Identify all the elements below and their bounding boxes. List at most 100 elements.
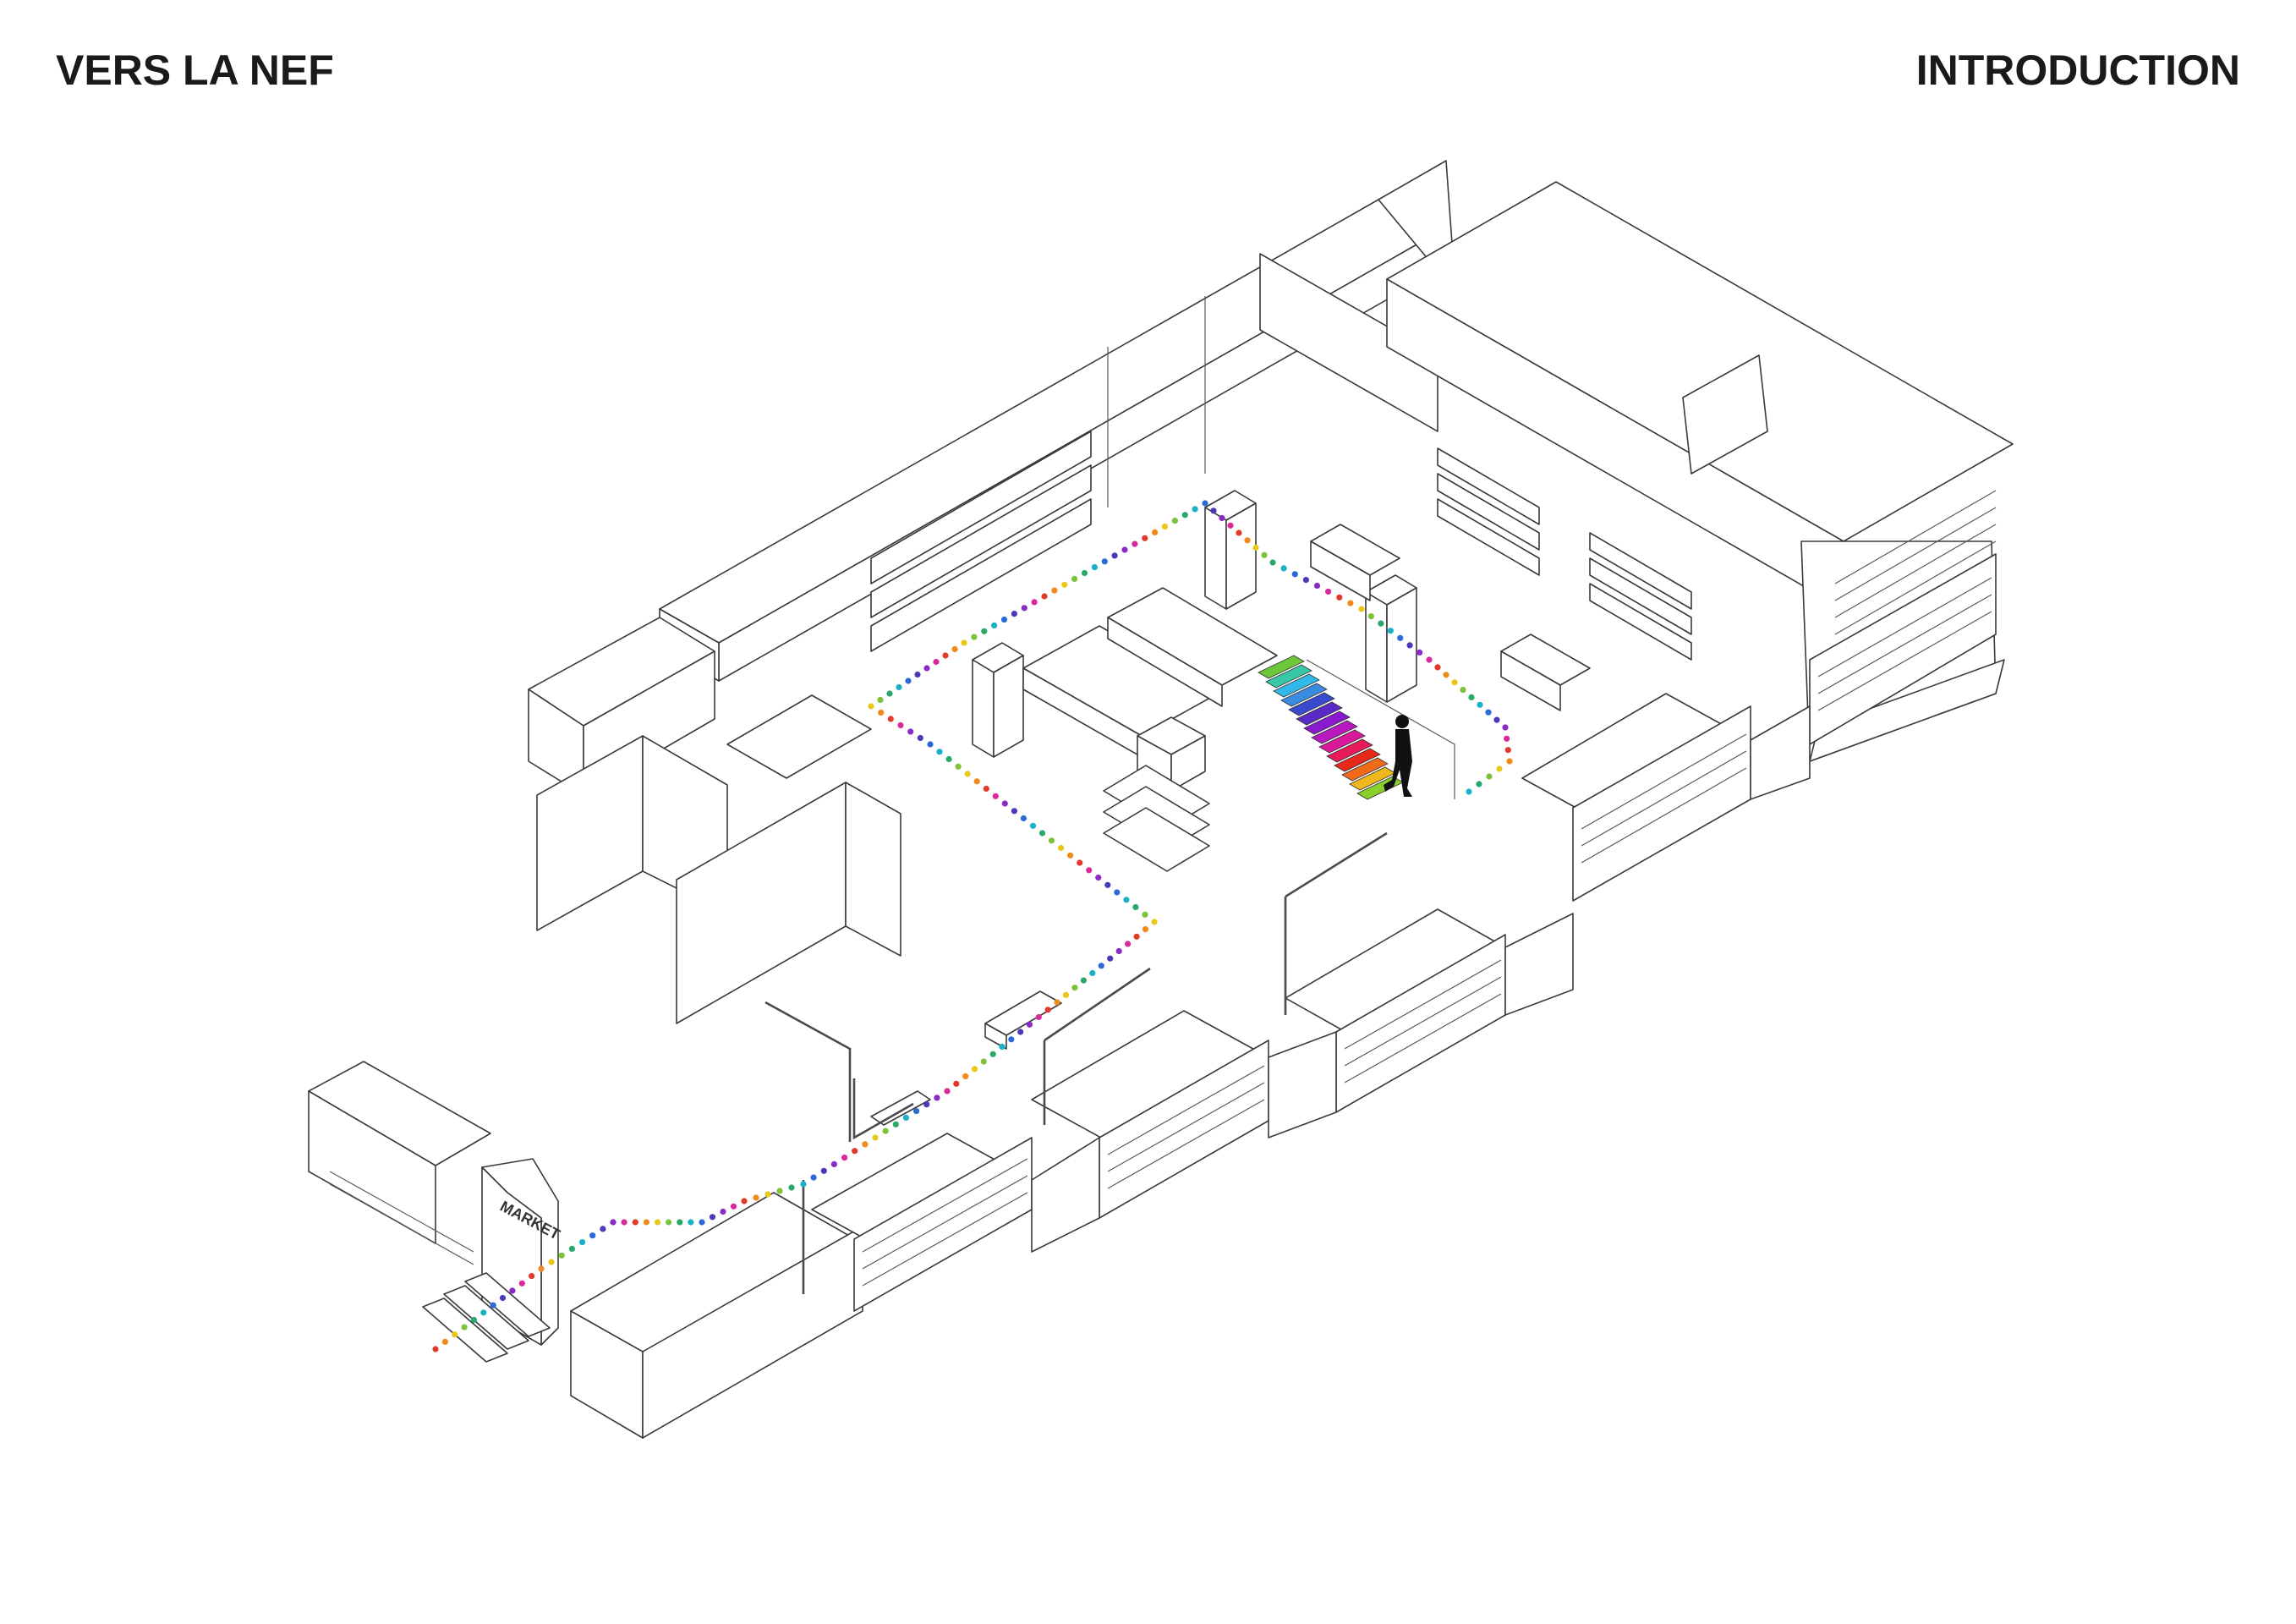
route-dot bbox=[1504, 747, 1511, 754]
route-dot bbox=[1089, 969, 1096, 977]
route-dot bbox=[1067, 852, 1074, 859]
route-dot bbox=[1152, 529, 1159, 536]
route-dot bbox=[971, 1066, 978, 1073]
route-dot bbox=[1181, 512, 1188, 518]
route-dot bbox=[964, 771, 971, 777]
route-dot bbox=[1031, 599, 1038, 606]
route-dot bbox=[677, 1219, 683, 1226]
route-dot bbox=[1252, 544, 1259, 551]
route-dot bbox=[1041, 593, 1048, 600]
route-dot bbox=[902, 1114, 909, 1121]
route-dot bbox=[1336, 594, 1343, 601]
route-dot bbox=[962, 1073, 969, 1080]
route-dot bbox=[518, 1280, 525, 1287]
route-dot bbox=[1026, 1021, 1033, 1028]
route-dot bbox=[1051, 587, 1058, 594]
route-dot bbox=[872, 1134, 879, 1141]
route-dot bbox=[643, 1219, 650, 1226]
route-dot bbox=[1114, 889, 1121, 896]
route-dot bbox=[1125, 941, 1132, 947]
route-dot bbox=[589, 1232, 596, 1239]
route-dot bbox=[1378, 620, 1384, 627]
route-dot bbox=[1071, 575, 1078, 583]
route-dot bbox=[699, 1219, 705, 1226]
route-dot bbox=[1397, 634, 1404, 641]
route-dot bbox=[1485, 709, 1492, 716]
stair-step bbox=[1296, 701, 1343, 726]
route-dot bbox=[1291, 571, 1298, 578]
route-dot bbox=[1107, 955, 1114, 962]
route-dot bbox=[600, 1226, 606, 1232]
route-dot bbox=[1077, 859, 1083, 866]
route-dot bbox=[934, 1095, 940, 1101]
route-dot bbox=[852, 1148, 858, 1155]
route-dot bbox=[927, 741, 934, 748]
visitor-route bbox=[432, 500, 1513, 1352]
route-dot bbox=[951, 645, 958, 653]
route-dot bbox=[820, 1167, 827, 1174]
route-dot bbox=[887, 716, 894, 722]
route-dot bbox=[1161, 523, 1169, 530]
route-dot bbox=[1058, 844, 1065, 852]
route-dot bbox=[1210, 508, 1217, 514]
stair-handrail bbox=[1306, 659, 1455, 799]
route-dot bbox=[989, 1051, 996, 1057]
route-dot bbox=[764, 1191, 771, 1198]
route-dot bbox=[432, 1346, 439, 1352]
route-dot bbox=[1095, 874, 1102, 881]
route-dot bbox=[548, 1259, 555, 1265]
route-dot bbox=[1071, 985, 1078, 991]
stair-step bbox=[1273, 673, 1320, 698]
route-dot bbox=[1054, 999, 1060, 1006]
stair-step bbox=[1334, 748, 1381, 772]
stair-step bbox=[1258, 655, 1305, 679]
route-dot bbox=[1244, 537, 1251, 544]
route-dot bbox=[1132, 903, 1139, 911]
route-dot bbox=[905, 678, 912, 684]
route-dot bbox=[1142, 911, 1148, 918]
route-dot bbox=[961, 639, 967, 646]
route-dot bbox=[1086, 867, 1093, 874]
route-dot bbox=[558, 1252, 565, 1259]
stair-step bbox=[1265, 664, 1312, 689]
route-dot bbox=[753, 1194, 759, 1201]
stair-step bbox=[1326, 738, 1373, 763]
route-dot bbox=[709, 1214, 716, 1221]
route-dot bbox=[882, 1127, 889, 1134]
route-dot bbox=[666, 1219, 672, 1226]
route-dot bbox=[981, 628, 988, 634]
route-dot bbox=[830, 1160, 838, 1167]
route-dot bbox=[1192, 506, 1198, 513]
route-dot bbox=[1000, 616, 1008, 623]
page-title-left: VERS LA NEF bbox=[56, 47, 334, 94]
route-dot bbox=[1466, 788, 1472, 795]
route-dot bbox=[1504, 735, 1510, 742]
route-dot bbox=[720, 1208, 726, 1215]
interior-furniture bbox=[870, 490, 1591, 1126]
route-dot bbox=[654, 1219, 661, 1226]
route-dot bbox=[1011, 808, 1017, 815]
route-dot bbox=[1142, 535, 1148, 541]
route-dot bbox=[730, 1203, 737, 1210]
route-dot bbox=[973, 778, 980, 785]
route-dot bbox=[579, 1239, 586, 1246]
person-silhouette bbox=[1384, 715, 1412, 797]
route-dot bbox=[788, 1184, 795, 1191]
route-dot bbox=[942, 652, 949, 659]
route-dot bbox=[1017, 1029, 1024, 1035]
glass-railings bbox=[764, 831, 1388, 1294]
stair-step bbox=[1280, 683, 1328, 707]
route-dot bbox=[1142, 926, 1149, 933]
route-dot bbox=[907, 728, 914, 735]
route-dot bbox=[1426, 656, 1433, 663]
route-dot bbox=[1347, 600, 1354, 606]
route-dot bbox=[955, 763, 962, 770]
route-dot bbox=[897, 721, 904, 729]
stair-step bbox=[1303, 710, 1351, 735]
route-dot bbox=[1001, 800, 1008, 807]
route-dot bbox=[688, 1219, 694, 1226]
back-wall-block bbox=[659, 160, 1455, 682]
route-dot bbox=[1035, 1013, 1042, 1021]
route-dot bbox=[877, 696, 884, 704]
